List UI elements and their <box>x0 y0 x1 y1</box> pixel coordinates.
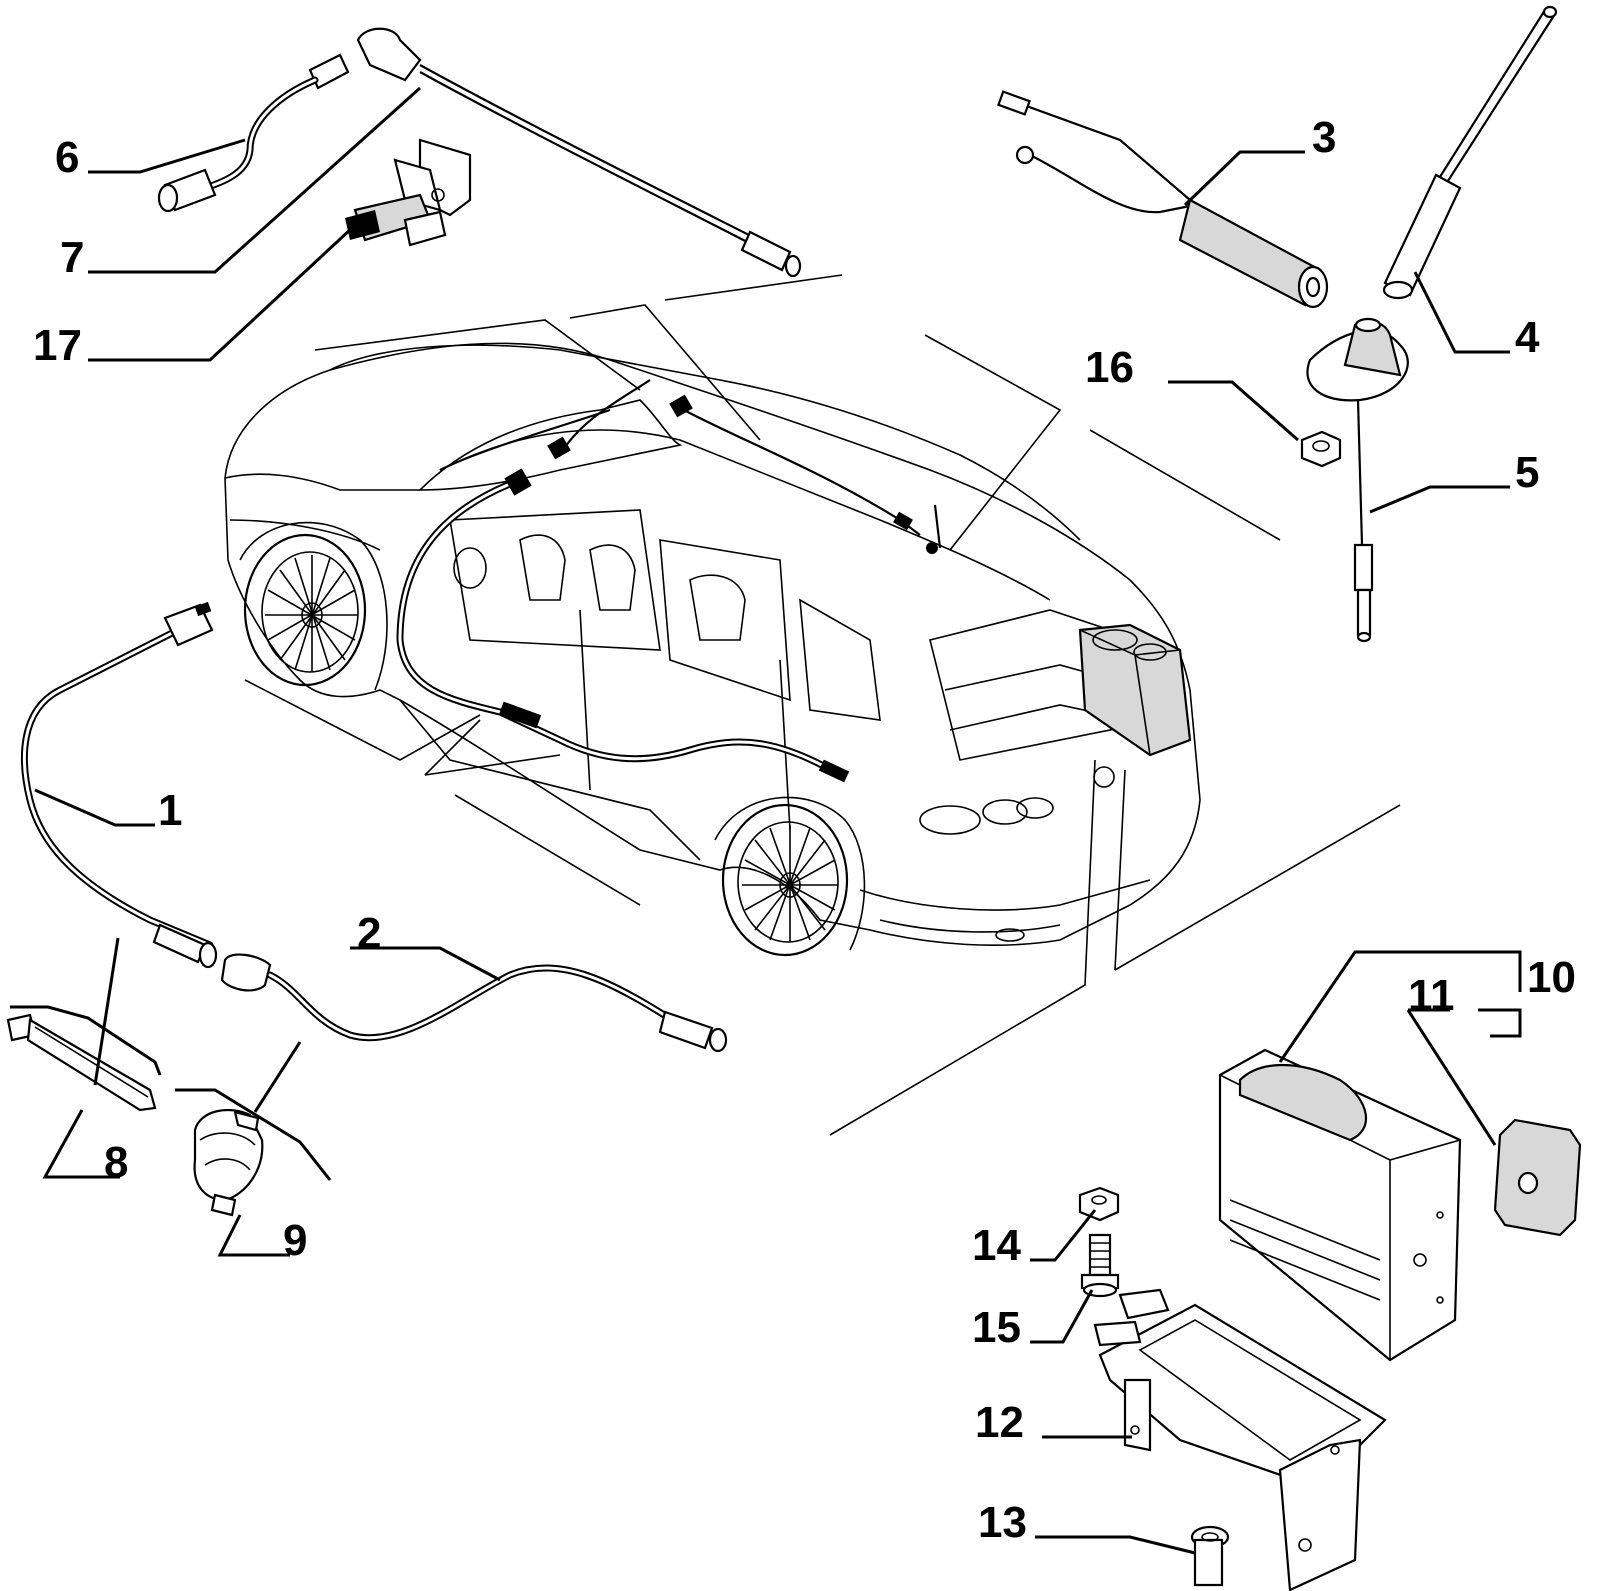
part-17-connector <box>345 138 472 247</box>
callout-labels: 6 7 17 3 4 5 16 1 2 8 9 10 11 14 15 12 1… <box>33 113 1576 1547</box>
part-13-sleeve <box>1190 1525 1230 1587</box>
part-15-bolt <box>1080 1233 1120 1298</box>
callout-15: 15 <box>972 1303 1021 1352</box>
part-7-cable <box>356 27 802 278</box>
callout-10: 10 <box>1527 953 1576 1002</box>
callout-9: 9 <box>283 1216 307 1265</box>
trunk-nav-unit <box>1078 623 1192 757</box>
part-9-grommet <box>193 1108 264 1217</box>
callout-8: 8 <box>104 1138 128 1187</box>
part-11-pad <box>1493 1118 1582 1237</box>
callout-6: 6 <box>55 133 79 182</box>
car-illustration <box>224 274 1401 1136</box>
part-5-antenna-base <box>1306 317 1409 643</box>
callout-1: 1 <box>158 786 182 835</box>
callout-12: 12 <box>975 1398 1024 1447</box>
callout-5: 5 <box>1515 448 1539 497</box>
part-14-nut <box>1078 1186 1120 1222</box>
part-4-antenna-mast <box>1382 5 1558 300</box>
callout-14: 14 <box>972 1221 1021 1270</box>
part-12-bracket <box>1093 1288 1387 1591</box>
part-1-antenna-cable <box>20 601 218 969</box>
callout-4: 4 <box>1515 313 1540 362</box>
leader-lines <box>10 86 1522 1555</box>
callout-7: 7 <box>60 233 84 282</box>
callout-3: 3 <box>1312 113 1336 162</box>
callout-13: 13 <box>978 1498 1027 1547</box>
part-3-antenna-amplifier <box>997 90 1329 309</box>
callout-11: 11 <box>1408 971 1455 1020</box>
callout-16: 16 <box>1085 343 1134 392</box>
part-10-navigation-unit <box>1218 1048 1462 1362</box>
part-2-antenna-cable <box>220 953 728 1053</box>
front-wheel <box>239 521 388 691</box>
part-16-nut <box>1300 430 1342 468</box>
part-6-cable <box>157 53 350 213</box>
callout-2: 2 <box>357 909 381 958</box>
part-8-cable-tie <box>6 1013 157 1112</box>
callout-17: 17 <box>33 321 82 370</box>
rear-wheel <box>714 796 866 957</box>
